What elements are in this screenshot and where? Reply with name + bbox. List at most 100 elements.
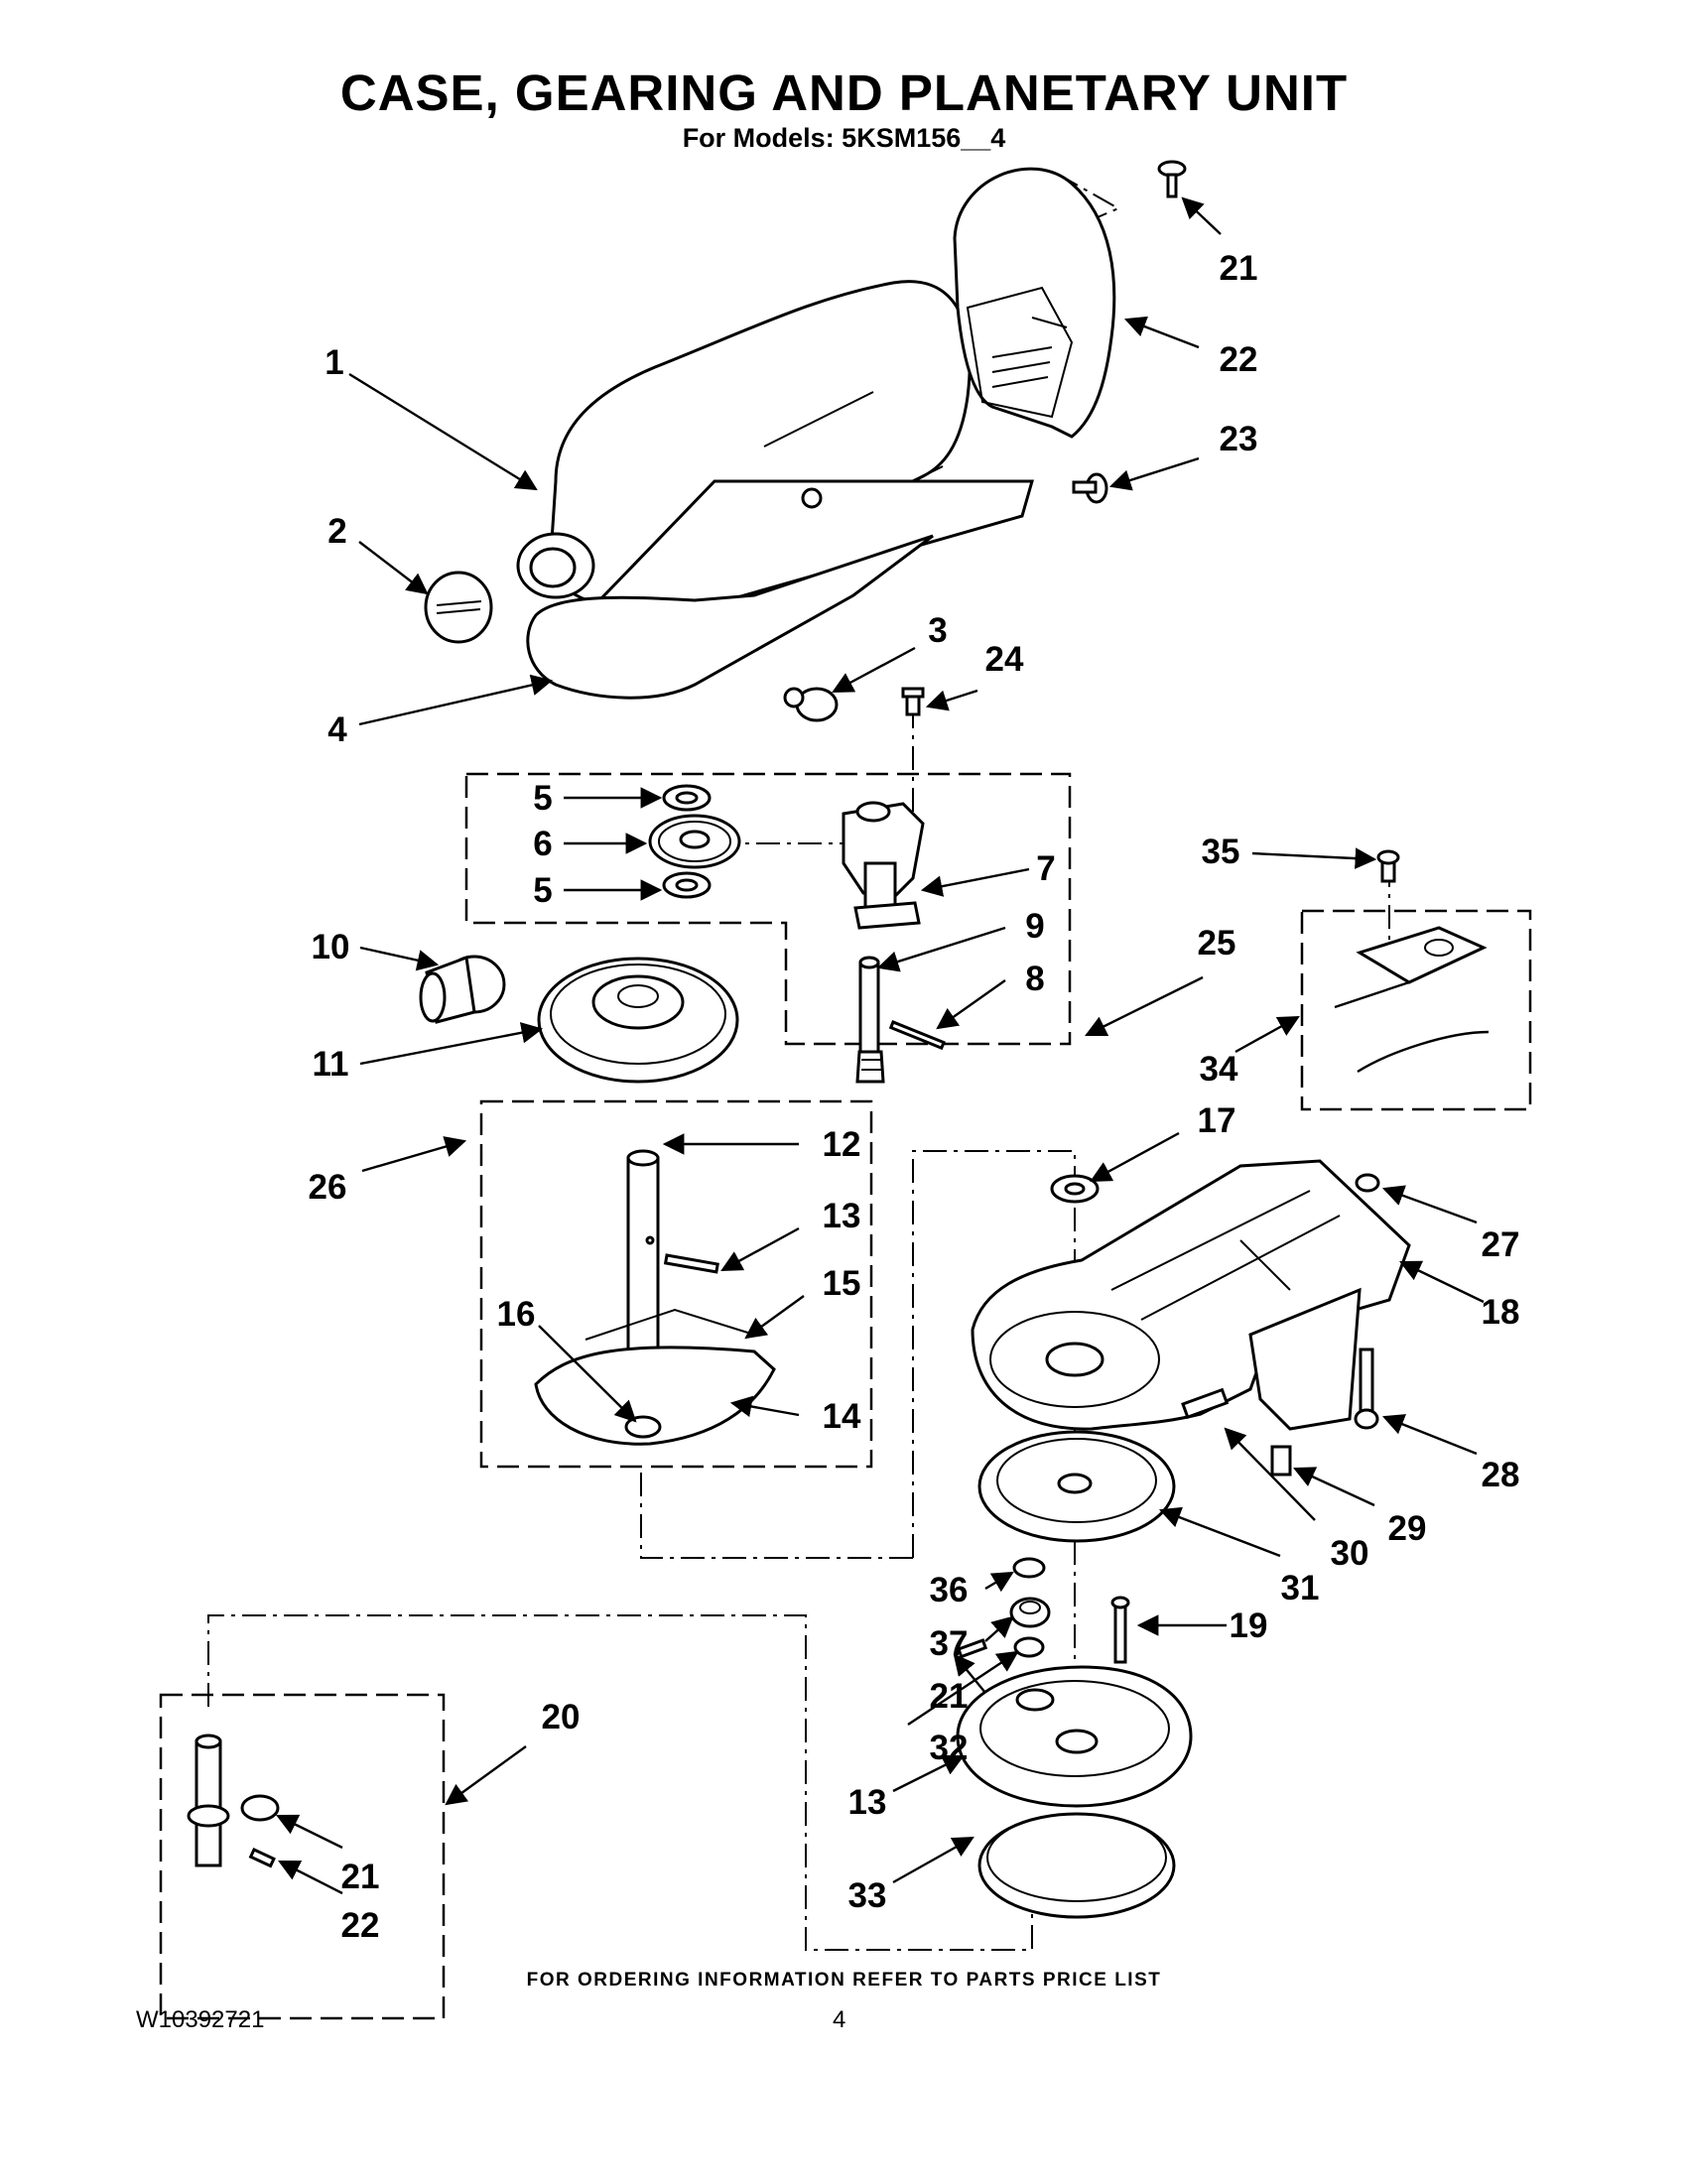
page-number: 4 — [833, 2006, 846, 2033]
document-number: W10392721 — [136, 2006, 265, 2033]
callout-40: 35 — [1202, 833, 1240, 871]
callout-2: 2 — [327, 512, 346, 551]
motor-housing-part — [516, 280, 1034, 700]
leader-27 — [1085, 975, 1204, 1037]
leader-1 — [348, 372, 538, 491]
retaining-ring-21b-part — [240, 1794, 280, 1822]
leader-15 — [744, 1295, 805, 1340]
assembly-line — [640, 1467, 913, 1559]
retaining-ring-21-part — [1012, 1557, 1046, 1579]
leader-30 — [1381, 1414, 1478, 1456]
leader-37 — [1158, 1506, 1281, 1558]
leader-2 — [358, 541, 429, 595]
band-35-part — [977, 1812, 1176, 1919]
leader-21a — [984, 1571, 1014, 1593]
callout-31: 29 — [1388, 1509, 1427, 1548]
washer-hole — [1064, 1182, 1086, 1196]
group-box-39 — [1300, 909, 1532, 1111]
leader-11 — [359, 1022, 544, 1066]
leader-25 — [1108, 456, 1200, 491]
callout-9: 9 — [1025, 907, 1044, 946]
leader-4 — [358, 674, 554, 726]
leader-18 — [1399, 1260, 1485, 1304]
latch-knob-part — [783, 687, 839, 722]
leader-39 — [1234, 1015, 1300, 1054]
pin-19-part — [1110, 1596, 1130, 1664]
callout-8: 8 — [1025, 960, 1044, 998]
wire-part — [1357, 1030, 1490, 1074]
callout-11: 11 — [313, 1045, 349, 1084]
washer-hole — [675, 878, 699, 892]
callout-27: 25 — [1198, 924, 1236, 963]
ordering-note: FOR ORDERING INFORMATION REFER TO PARTS … — [526, 1970, 1162, 1991]
leader-16 — [538, 1325, 637, 1423]
callout-30: 28 — [1482, 1456, 1520, 1494]
leader-23 — [1181, 196, 1222, 235]
group-box-28 — [479, 1099, 873, 1469]
screw-36-part — [1181, 1387, 1230, 1420]
callout-24: 22 — [1220, 340, 1258, 379]
pinion-gear-32-part — [1009, 1597, 1051, 1628]
washer-33-part — [1013, 1636, 1045, 1658]
leader-36 — [1224, 1427, 1316, 1521]
screw-26-part — [901, 687, 925, 716]
screw-25-part — [1072, 472, 1108, 504]
leader-22 — [278, 1860, 343, 1895]
callout-16: 16 — [497, 1295, 536, 1334]
main-gear-part — [537, 957, 739, 1084]
leader-40 — [1251, 847, 1377, 869]
ring-gear-part — [977, 1430, 1176, 1543]
callout-21a: 36 — [930, 1571, 969, 1609]
callout-5b: 5 — [533, 871, 552, 910]
leader-14 — [729, 1395, 800, 1418]
callout-37: 31 — [1281, 1569, 1320, 1607]
assembly-line — [207, 1614, 1033, 1951]
washer-29-part — [1355, 1173, 1380, 1193]
screw-40-part — [1376, 849, 1400, 883]
leader-35 — [892, 1836, 974, 1884]
models-subtitle: For Models: 5KSM156__4 — [682, 123, 1006, 153]
bushing-10-part — [419, 955, 506, 1024]
leader-28 — [361, 1136, 467, 1173]
worm-gear-part — [648, 814, 741, 869]
leader-9 — [876, 926, 1006, 972]
leader-10 — [359, 946, 440, 971]
callout-14: 14 — [823, 1397, 861, 1436]
callout-26: 24 — [985, 640, 1024, 679]
leader-29 — [1381, 1185, 1478, 1224]
callout-32: 37 — [930, 1624, 969, 1663]
callout-13: 13 — [823, 1197, 861, 1235]
callout-28: 26 — [309, 1168, 347, 1207]
callout-15: 15 — [823, 1264, 861, 1303]
leader-31 — [1293, 1467, 1375, 1507]
callout-29: 27 — [1482, 1225, 1520, 1264]
callout-18: 18 — [1482, 1293, 1520, 1332]
switch-plate-part — [1334, 926, 1488, 1009]
callout-10: 10 — [312, 928, 350, 966]
callout-21b: 21 — [341, 1858, 380, 1896]
pin-8-part — [888, 1020, 946, 1051]
bolt-30-part — [1354, 1348, 1379, 1430]
callout-7: 7 — [1036, 849, 1055, 888]
callout-23: 21 — [1220, 249, 1258, 288]
pin-13b-part — [957, 1638, 988, 1659]
leader-21b — [276, 1814, 343, 1850]
leader-20 — [445, 1745, 527, 1806]
gear-housing-part — [842, 801, 925, 930]
callout-13b: 21 — [930, 1677, 969, 1716]
group-box-20 — [159, 1693, 446, 2020]
leader-8 — [936, 979, 1006, 1030]
pin-22-part — [248, 1848, 276, 1868]
callout-22: 22 — [341, 1906, 380, 1945]
leader-13 — [720, 1226, 800, 1272]
callout-19: 19 — [1230, 1606, 1268, 1645]
callout-36: 30 — [1331, 1534, 1369, 1573]
hub-cap-part — [424, 571, 493, 644]
callout-3: 3 — [928, 611, 947, 650]
leader-34 — [892, 1754, 965, 1793]
washer-hole — [675, 791, 699, 805]
callout-6: 6 — [533, 825, 552, 863]
leader-24 — [1123, 316, 1200, 349]
leader-26 — [925, 689, 978, 711]
